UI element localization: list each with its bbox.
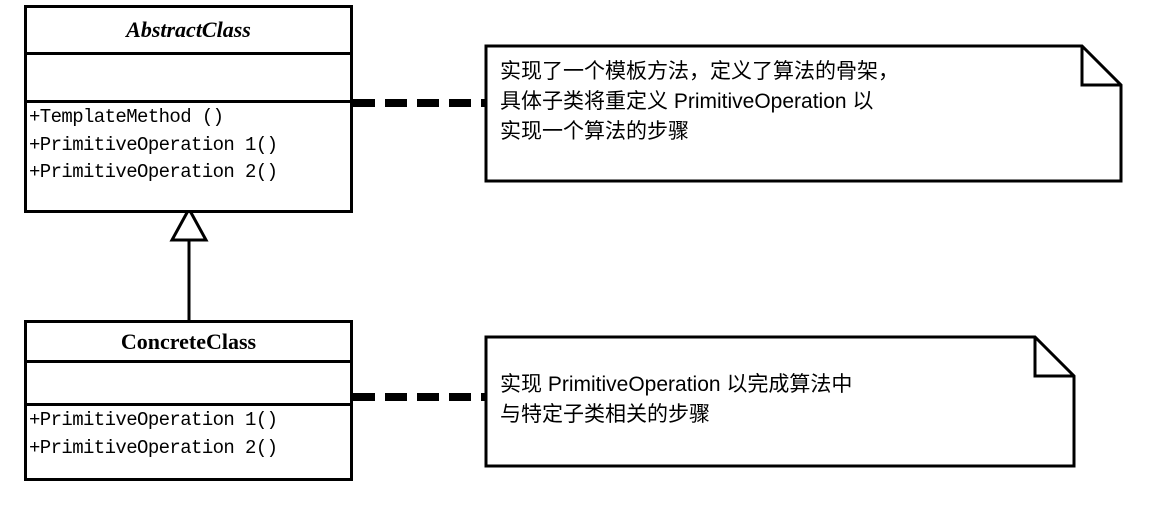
operation-row[interactable]: +PrimitiveOperation 1() [29, 409, 278, 431]
class-box-abstractclass[interactable]: AbstractClass +TemplateMethod () +Primit… [24, 5, 353, 213]
class-name-abstractclass: AbstractClass [27, 8, 350, 55]
operation-row[interactable]: +TemplateMethod () [29, 106, 224, 128]
note-abstractclass[interactable]: 实现了一个模板方法，定义了算法的骨架， 具体子类将重定义 PrimitiveOp… [486, 46, 1121, 181]
note-fold-abstract [1080, 46, 1121, 87]
class-attributes-abstractclass [27, 55, 350, 103]
class-name-concreteclass: ConcreteClass [27, 323, 350, 363]
note-concreteclass[interactable]: 实现 PrimitiveOperation 以完成算法中 与特定子类相关的步骤 [486, 337, 1074, 466]
operation-row[interactable]: +PrimitiveOperation 2() [29, 436, 278, 459]
class-operations-concreteclass: +PrimitiveOperation 1() +PrimitiveOperat… [27, 406, 350, 462]
operation-row[interactable]: +PrimitiveOperation 2() [29, 161, 278, 184]
note-fold-concrete [1033, 337, 1074, 378]
generalization-connector[interactable] [169, 205, 209, 320]
note-shape-abstract [484, 44, 1123, 183]
note-shape-concrete [484, 335, 1076, 468]
note-text-concreteclass: 实现 PrimitiveOperation 以完成算法中 与特定子类相关的步骤 [500, 373, 853, 426]
class-box-concreteclass[interactable]: ConcreteClass +PrimitiveOperation 1() +P… [24, 320, 353, 481]
hollow-triangle-arrowhead [169, 205, 209, 242]
operation-row[interactable]: +PrimitiveOperation 1() [29, 133, 278, 156]
class-attributes-concreteclass [27, 363, 350, 406]
note-text-abstractclass: 实现了一个模板方法，定义了算法的骨架， 具体子类将重定义 PrimitiveOp… [500, 60, 899, 143]
class-operations-abstractclass: +TemplateMethod () +PrimitiveOperation 1… [27, 103, 350, 187]
